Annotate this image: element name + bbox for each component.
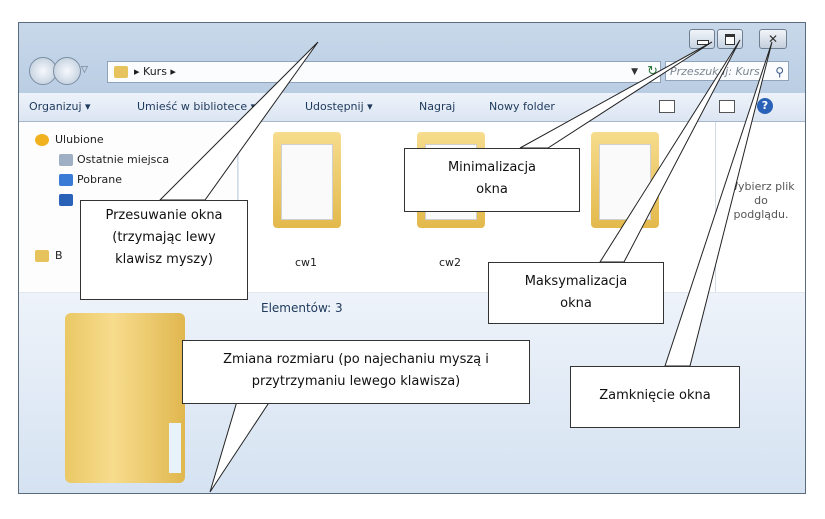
preview-pane-icon[interactable]	[719, 100, 735, 113]
refresh-icon[interactable]: ↻	[647, 64, 658, 79]
nav-favorites[interactable]: Ulubione	[55, 133, 104, 146]
list-item[interactable]: cw1	[251, 132, 361, 282]
address-bar[interactable]: ▸ Kurs ▸ ▼ ↻	[107, 61, 661, 83]
address-crumb[interactable]: ▸ Kurs ▸	[134, 65, 176, 78]
callout-line: Zamknięcie okna	[599, 388, 711, 403]
share-menu[interactable]: Udostępnij ▾	[305, 100, 373, 113]
address-dropdown-icon[interactable]: ▼	[631, 67, 638, 77]
recent-places-icon	[59, 154, 73, 166]
callout-line: Minimalizacja	[447, 160, 537, 175]
preview-pane: Wybierz plik do podglądu.	[715, 122, 805, 292]
burn-button[interactable]: Nagraj	[419, 100, 456, 113]
title-bar[interactable]: ✕ ▽ ▸ Kurs ▸ ▼ ↻ Przeszukaj: Kurs ⚲	[19, 23, 805, 103]
minimize-icon	[697, 40, 709, 45]
nav-libraries[interactable]: B	[55, 249, 63, 262]
folder-name: cw2	[438, 256, 462, 269]
search-placeholder: Przeszukaj: Kurs	[670, 65, 760, 78]
nav-downloads[interactable]: Pobrane	[77, 173, 122, 186]
callout-line: okna	[476, 182, 508, 197]
callout-line: Maksymalizacja	[524, 274, 628, 289]
folder-name: cw1	[294, 256, 318, 269]
callout-line: (trzymając lewy	[112, 230, 216, 245]
downloads-icon	[59, 174, 73, 186]
close-icon: ✕	[767, 32, 779, 46]
callout-maximize: Maksymalizacja okna	[488, 262, 664, 324]
history-dropdown-icon[interactable]: ▽	[81, 65, 88, 75]
callout-line: okna	[560, 296, 592, 311]
callout-move-window: Przesuwanie okna (trzymając lewy klawisz…	[80, 200, 248, 300]
callout-line: Zmiana rozmiaru (po najechaniu myszą i	[223, 352, 489, 367]
preview-message-line: Wybierz plik	[727, 180, 795, 193]
new-folder-button[interactable]: Nowy folder	[489, 100, 555, 113]
forward-button[interactable]	[53, 57, 81, 85]
maximize-button[interactable]	[717, 29, 743, 49]
folder-icon	[114, 66, 128, 78]
callout-minimize: Minimalizacja okna	[404, 148, 580, 212]
desktop-icon	[59, 194, 73, 206]
folder-icon	[591, 132, 659, 228]
list-item[interactable]	[569, 132, 679, 282]
minimize-button[interactable]	[689, 29, 715, 49]
search-input[interactable]: Przeszukaj: Kurs ⚲	[665, 61, 789, 81]
callout-line: klawisz myszy)	[115, 252, 213, 267]
close-button[interactable]: ✕	[759, 29, 787, 49]
help-icon[interactable]: ?	[757, 98, 773, 114]
star-icon	[35, 134, 49, 146]
preview-message: Wybierz plik do podglądu.	[716, 180, 805, 222]
command-bar: Organizuj ▾ Umieść w bibliotece ▾ Udostę…	[19, 93, 805, 122]
search-icon[interactable]: ⚲	[775, 65, 784, 79]
preview-message-line: do	[754, 194, 768, 207]
callout-close: Zamknięcie okna	[570, 366, 740, 428]
callout-line: Przesuwanie okna	[105, 208, 223, 223]
callout-resize: Zmiana rozmiaru (po najechaniu myszą i p…	[182, 340, 530, 404]
view-options-icon[interactable]	[659, 100, 675, 113]
folder-icon	[65, 313, 185, 483]
libraries-icon	[35, 250, 49, 262]
item-count: Elementów: 3	[261, 301, 343, 315]
include-in-library-menu[interactable]: Umieść w bibliotece ▾	[137, 100, 257, 113]
nav-recent-places[interactable]: Ostatnie miejsca	[77, 153, 170, 166]
callout-line: przytrzymaniu lewego klawisza)	[251, 374, 461, 389]
folder-icon	[273, 132, 341, 228]
maximize-icon	[725, 34, 735, 45]
back-button[interactable]	[29, 57, 57, 85]
preview-message-line: podglądu.	[733, 208, 789, 221]
organize-menu[interactable]: Organizuj ▾	[29, 100, 91, 113]
address-crumb-label: Kurs	[143, 65, 167, 78]
